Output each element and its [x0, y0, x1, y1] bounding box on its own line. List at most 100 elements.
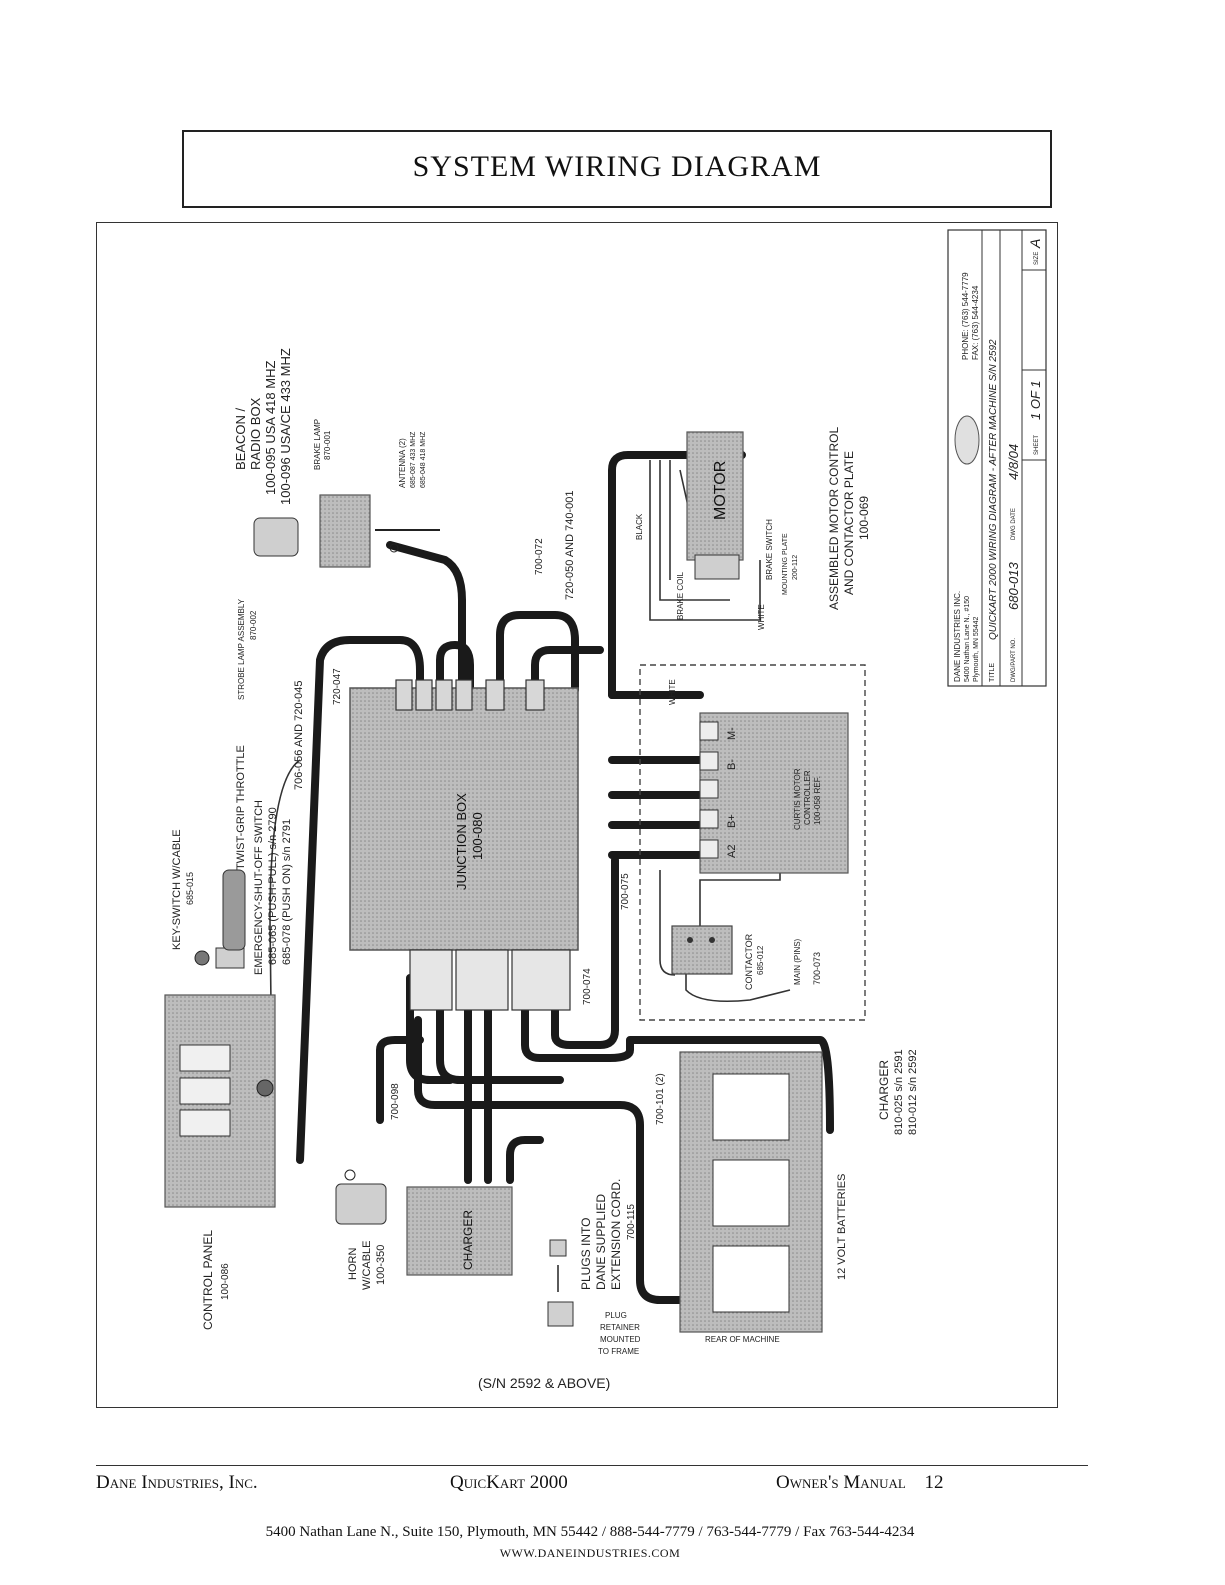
label-key-switch: KEY-SWITCH W/CABLE: [171, 829, 183, 950]
onboard-charger: [406, 1186, 513, 1276]
title-box: SYSTEM WIRING DIAGRAM: [182, 130, 1052, 208]
footer-company: Dane Industries, Inc.: [96, 1472, 258, 1493]
key-switch: [215, 947, 245, 969]
label-brake-lamp: BRAKE LAMP: [313, 419, 322, 470]
label-charger-2: 810-025 s/n 2591: [893, 1049, 905, 1135]
battery-3: [712, 1245, 790, 1313]
label-assembled-1: ASSEMBLED MOTOR CONTROL: [827, 427, 841, 610]
label-charger-box: CHARGER: [461, 1210, 475, 1270]
label-assembled-2: AND CONTACTOR PLATE: [842, 451, 856, 595]
heavy-cables: [296, 451, 834, 1304]
twist-grip-throttle: [222, 869, 246, 951]
label-term-b-plus: B+: [726, 814, 738, 828]
tb-phone: PHONE: (763) 544-7779: [961, 272, 970, 360]
label-wire-700-074: 700-074: [582, 968, 593, 1005]
label-wire-700-072: 700-072: [534, 538, 545, 575]
label-antenna-2: 685-087 433 MHZ: [410, 431, 417, 488]
label-plug-retainer-4: TO FRAME: [598, 1347, 639, 1356]
label-black: BLACK: [635, 513, 644, 540]
controller-terminals: [699, 721, 719, 859]
footer-manual-title: Owner's Manual: [776, 1472, 906, 1493]
label-horn-pn: 100-350: [375, 1245, 387, 1285]
label-assembled-pn: 100-069: [857, 496, 871, 540]
label-beacon-2: RADIO BOX: [248, 397, 263, 470]
label-wire-700-101: 700-101 (2): [655, 1073, 666, 1125]
label-horn-2: W/CABLE: [361, 1240, 373, 1290]
labels-horizontal: PLUG RETAINER MOUNTED TO FRAME REAR OF M…: [478, 1311, 780, 1391]
label-serial: (S/N 2592 & ABOVE): [478, 1375, 610, 1391]
label-plug-retainer-3: MOUNTED: [600, 1335, 641, 1344]
horn: [335, 1183, 387, 1225]
label-horn-1: HORN: [347, 1248, 359, 1280]
tb-addr2: Plymouth, MN 55442: [973, 617, 980, 682]
motor: [686, 431, 744, 561]
plug: [549, 1239, 567, 1257]
footer-address: 5400 Nathan Lane N., Suite 150, Plymouth…: [265, 1524, 915, 1540]
label-contactor: CONTACTOR: [744, 933, 754, 990]
label-wire-700-098: 700-098: [390, 1083, 401, 1120]
footer-rule: [96, 1465, 1088, 1466]
junction-box-connectors: [395, 679, 545, 711]
label-plugs-2: DANE SUPPLIED: [594, 1194, 608, 1290]
label-mounting-plate: MOUNTING PLATE: [782, 533, 789, 595]
footer-page-number: 12: [924, 1472, 944, 1493]
label-mounting-plate-pn: 200-112: [792, 555, 799, 580]
mounting-plate-outline: [639, 664, 866, 1021]
label-beacon-4: 100-096 USA/CE 433 MHZ: [278, 348, 293, 505]
label-strobe-pn: 870-002: [249, 610, 258, 640]
contactor-stud: [687, 937, 693, 943]
tb-size-label: SIZE: [1034, 252, 1040, 265]
dane-logo-icon: [954, 415, 980, 465]
label-contactor-pn: 685-012: [756, 945, 765, 975]
label-white: WHITE: [757, 604, 766, 630]
label-batteries: 12 VOLT BATTERIES: [836, 1174, 848, 1280]
label-wire-706: 706-056 AND 720-045: [293, 681, 305, 790]
label-emergency-1: EMERGENCY-SHUT-OFF SWITCH: [253, 800, 265, 975]
plug-retainer: [547, 1301, 574, 1327]
battery-2: [712, 1159, 790, 1227]
footer-website: WWW.DANEINDUSTRIES.COM: [499, 1546, 681, 1560]
curtis-motor-controller: [699, 712, 849, 874]
tb-title: QUICKART 2000 WIRING DIAGRAM - AFTER MAC…: [988, 339, 999, 640]
tb-dwg-label: DWG/PART NO.: [1011, 638, 1017, 682]
tb-fax: FAX: (763) 544-4234: [971, 285, 980, 360]
footer-manual: Owner's Manual 12: [776, 1472, 944, 1494]
label-control-panel-pn: 100-086: [220, 1263, 231, 1300]
brake-coil-housing: [694, 554, 740, 580]
label-emergency-2: 685-065 (PUSH-PULL) s/n 2790: [267, 807, 279, 965]
contactor-stud: [709, 937, 715, 943]
label-white-2: WHITE: [668, 679, 677, 705]
label-curtis-1: CURTIS MOTOR: [793, 768, 802, 830]
label-charger-1: CHARGER: [877, 1060, 891, 1120]
label-brake-lamp-pn: 870-001: [323, 430, 332, 460]
label-main-pins: MAIN (PINS): [793, 938, 802, 985]
horn-terminal-icon: [344, 1169, 356, 1181]
label-curtis-2: CONTROLLER: [803, 770, 812, 825]
label-wire-700-073: 700-073: [812, 952, 822, 985]
label-plugs-1: PLUGS INTO: [579, 1218, 593, 1290]
tb-dwg: 680-013: [1006, 562, 1021, 610]
tb-size: A: [1027, 239, 1043, 249]
label-beacon-1: BEACON /: [233, 407, 248, 470]
tb-title-label: TITLE: [989, 663, 996, 682]
label-wire-720: 720-050 AND 740-001: [564, 491, 576, 600]
label-brake-switch: BRAKE SWITCH: [765, 519, 774, 580]
label-rear: REAR OF MACHINE: [705, 1335, 780, 1344]
label-junction-box: JUNCTION BOX: [454, 793, 469, 890]
label-plug-retainer-2: RETAINER: [600, 1323, 640, 1332]
tb-date-label: DWG DATE: [1011, 508, 1017, 540]
label-wire-720-047: 720-047: [332, 668, 343, 705]
junction-box-lower-ports: [409, 949, 571, 1011]
tb-sheet-label: SHEET: [1034, 435, 1040, 455]
label-plug-retainer-1: PLUG: [605, 1311, 627, 1320]
label-term-m: M-: [726, 727, 738, 740]
label-junction-box-pn: 100-080: [470, 812, 485, 860]
label-term-a2: A2: [726, 845, 738, 858]
label-twist-grip: TWIST-GRIP THROTTLE: [235, 745, 247, 870]
labels-left: CONTROL PANEL 100-086 KEY-SWITCH W/CABLE…: [171, 348, 919, 1330]
footer-product: QuicKart 2000: [450, 1472, 568, 1493]
title-block: DANE INDUSTRIES INC. 5400 Nathan Lane N.…: [947, 229, 1047, 687]
tb-date: 4/8/04: [1006, 444, 1021, 480]
tb-company: DANE INDUSTRIES INC.: [953, 591, 962, 682]
